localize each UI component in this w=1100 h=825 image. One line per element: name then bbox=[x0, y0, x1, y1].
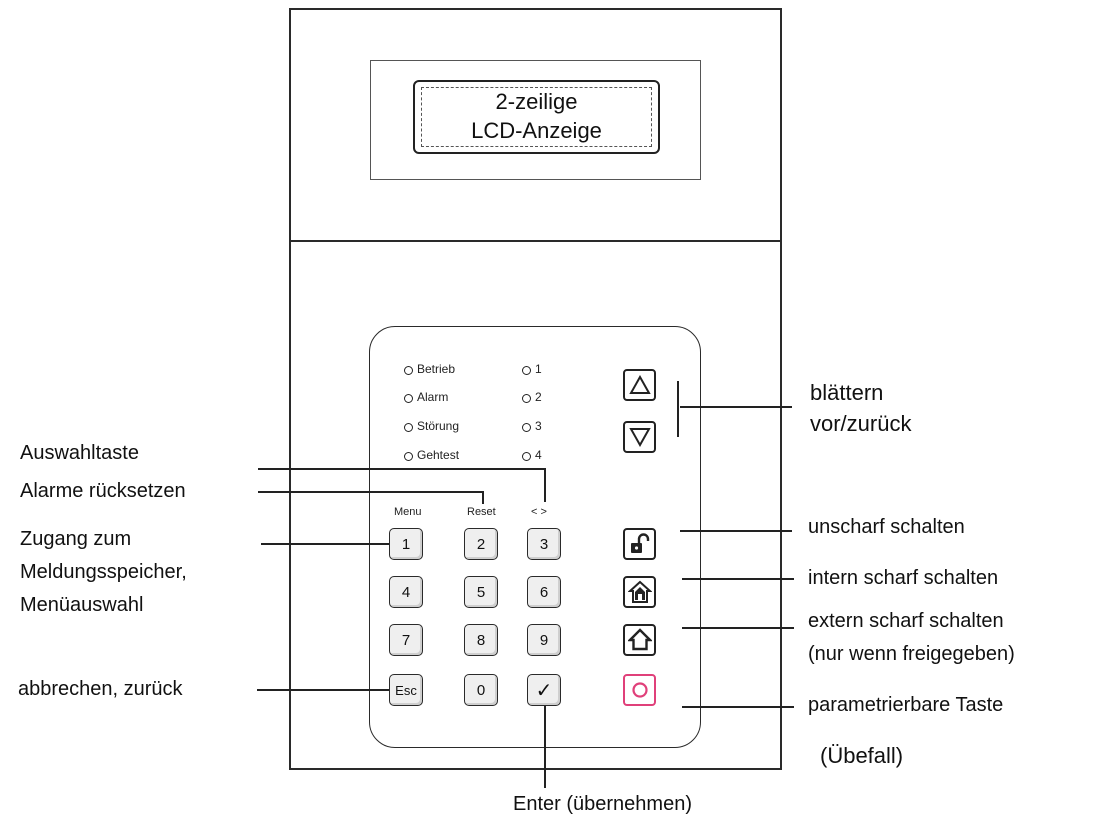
reset-leader-v bbox=[482, 491, 484, 504]
key-4[interactable]: 4 bbox=[389, 576, 423, 608]
led-zone-3-label: 3 bbox=[535, 419, 542, 433]
esc-key[interactable]: Esc bbox=[389, 674, 423, 706]
led-gehtest: Gehtest bbox=[404, 448, 459, 462]
callout-scroll-1: blättern bbox=[810, 380, 884, 405]
disarm-leader-line bbox=[680, 530, 792, 532]
callout-access-2: Meldungsspeicher, bbox=[20, 561, 187, 583]
callout-arm-external-1: extern scharf schalten bbox=[808, 610, 1004, 632]
triangle-down-icon bbox=[628, 428, 651, 447]
key-5[interactable]: 5 bbox=[464, 576, 498, 608]
select-key-leader-v bbox=[544, 468, 546, 502]
callout-cancel: abbrechen, zurück bbox=[18, 678, 183, 700]
lcd-inner-frame bbox=[421, 87, 652, 147]
led-ring-icon bbox=[522, 394, 531, 403]
scroll-down-key[interactable] bbox=[623, 421, 656, 453]
circle-icon bbox=[631, 682, 648, 698]
lcd-line-2: LCD-Anzeige bbox=[471, 118, 602, 143]
cancel-leader-line bbox=[257, 689, 389, 691]
lcd-display bbox=[413, 80, 660, 154]
led-stoerung-label: Störung bbox=[417, 419, 460, 433]
disarm-key[interactable] bbox=[623, 528, 656, 560]
callout-reset-alarms: Alarme rücksetzen bbox=[20, 480, 186, 502]
enter-key[interactable]: ✓ bbox=[527, 674, 561, 706]
reset-key-label: Reset bbox=[467, 506, 496, 518]
led-betrieb-label: Betrieb bbox=[417, 362, 456, 376]
key-6[interactable]: 6 bbox=[527, 576, 561, 608]
led-zone-2-label: 2 bbox=[535, 390, 542, 404]
lcd-line-1: 2-zeilige bbox=[495, 89, 578, 114]
led-ring-icon bbox=[404, 366, 413, 375]
reset-leader-h bbox=[258, 491, 483, 493]
callout-hold-up: (Übefall) bbox=[820, 743, 904, 768]
housing-divider bbox=[289, 240, 782, 242]
arm-external-key[interactable] bbox=[623, 624, 656, 656]
scroll-bracket-line bbox=[677, 381, 679, 437]
scroll-up-key[interactable] bbox=[623, 369, 656, 401]
parametric-key[interactable] bbox=[623, 674, 656, 706]
key-2[interactable]: 2 bbox=[464, 528, 498, 560]
callout-scroll-2: vor/zurück bbox=[810, 411, 912, 436]
arrows-key-label: < > bbox=[531, 506, 547, 518]
triangle-up-icon bbox=[628, 375, 651, 394]
led-ring-icon bbox=[404, 394, 413, 403]
callout-parametric: parametrierbare Taste bbox=[808, 694, 1004, 716]
arm-external-leader-line bbox=[682, 627, 794, 629]
led-zone-4-label: 4 bbox=[535, 448, 542, 462]
led-ring-icon bbox=[404, 452, 413, 461]
led-alarm-label: Alarm bbox=[417, 390, 449, 404]
led-stoerung: Störung bbox=[404, 419, 459, 433]
select-key-leader-h bbox=[258, 468, 545, 470]
arm-internal-key[interactable] bbox=[623, 576, 656, 608]
key-9[interactable]: 9 bbox=[527, 624, 561, 656]
key-3[interactable]: 3 bbox=[527, 528, 561, 560]
led-alarm: Alarm bbox=[404, 390, 448, 404]
key-8[interactable]: 8 bbox=[464, 624, 498, 656]
led-ring-icon bbox=[522, 423, 531, 432]
enter-leader-line bbox=[544, 706, 546, 788]
callout-access-1: Zugang zum bbox=[20, 528, 132, 550]
arm-internal-leader-line bbox=[682, 578, 794, 580]
scroll-leader-line bbox=[680, 406, 792, 408]
key-0[interactable]: 0 bbox=[464, 674, 498, 706]
lcd-window bbox=[370, 60, 701, 180]
callout-disarm: unscharf schalten bbox=[808, 516, 965, 538]
led-zone-3: 3 bbox=[522, 419, 542, 433]
home-outline-icon bbox=[627, 628, 652, 651]
led-zone-1-label: 1 bbox=[535, 362, 542, 376]
menu-key-label: Menu bbox=[394, 506, 422, 518]
access-leader-line bbox=[261, 543, 389, 545]
callout-select-key: Auswahltaste bbox=[20, 442, 139, 464]
callout-arm-external-2: (nur wenn freigegeben) bbox=[808, 643, 1015, 665]
led-ring-icon bbox=[522, 366, 531, 375]
led-ring-icon bbox=[404, 423, 413, 432]
led-ring-icon bbox=[522, 452, 531, 461]
led-gehtest-label: Gehtest bbox=[417, 448, 460, 462]
unlock-icon bbox=[630, 533, 649, 553]
key-1[interactable]: 1 bbox=[389, 528, 423, 560]
callout-access-3: Menüauswahl bbox=[20, 594, 144, 616]
led-betrieb: Betrieb bbox=[404, 362, 455, 376]
home-filled-icon bbox=[627, 580, 652, 603]
callout-arm-internal: intern scharf schalten bbox=[808, 567, 999, 589]
led-zone-2: 2 bbox=[522, 390, 542, 404]
keypad-panel bbox=[369, 326, 701, 748]
callout-enter: Enter (übernehmen) bbox=[513, 793, 692, 815]
key-7[interactable]: 7 bbox=[389, 624, 423, 656]
led-zone-1: 1 bbox=[522, 362, 542, 376]
led-zone-4: 4 bbox=[522, 448, 542, 462]
parametric-leader-line bbox=[682, 706, 794, 708]
